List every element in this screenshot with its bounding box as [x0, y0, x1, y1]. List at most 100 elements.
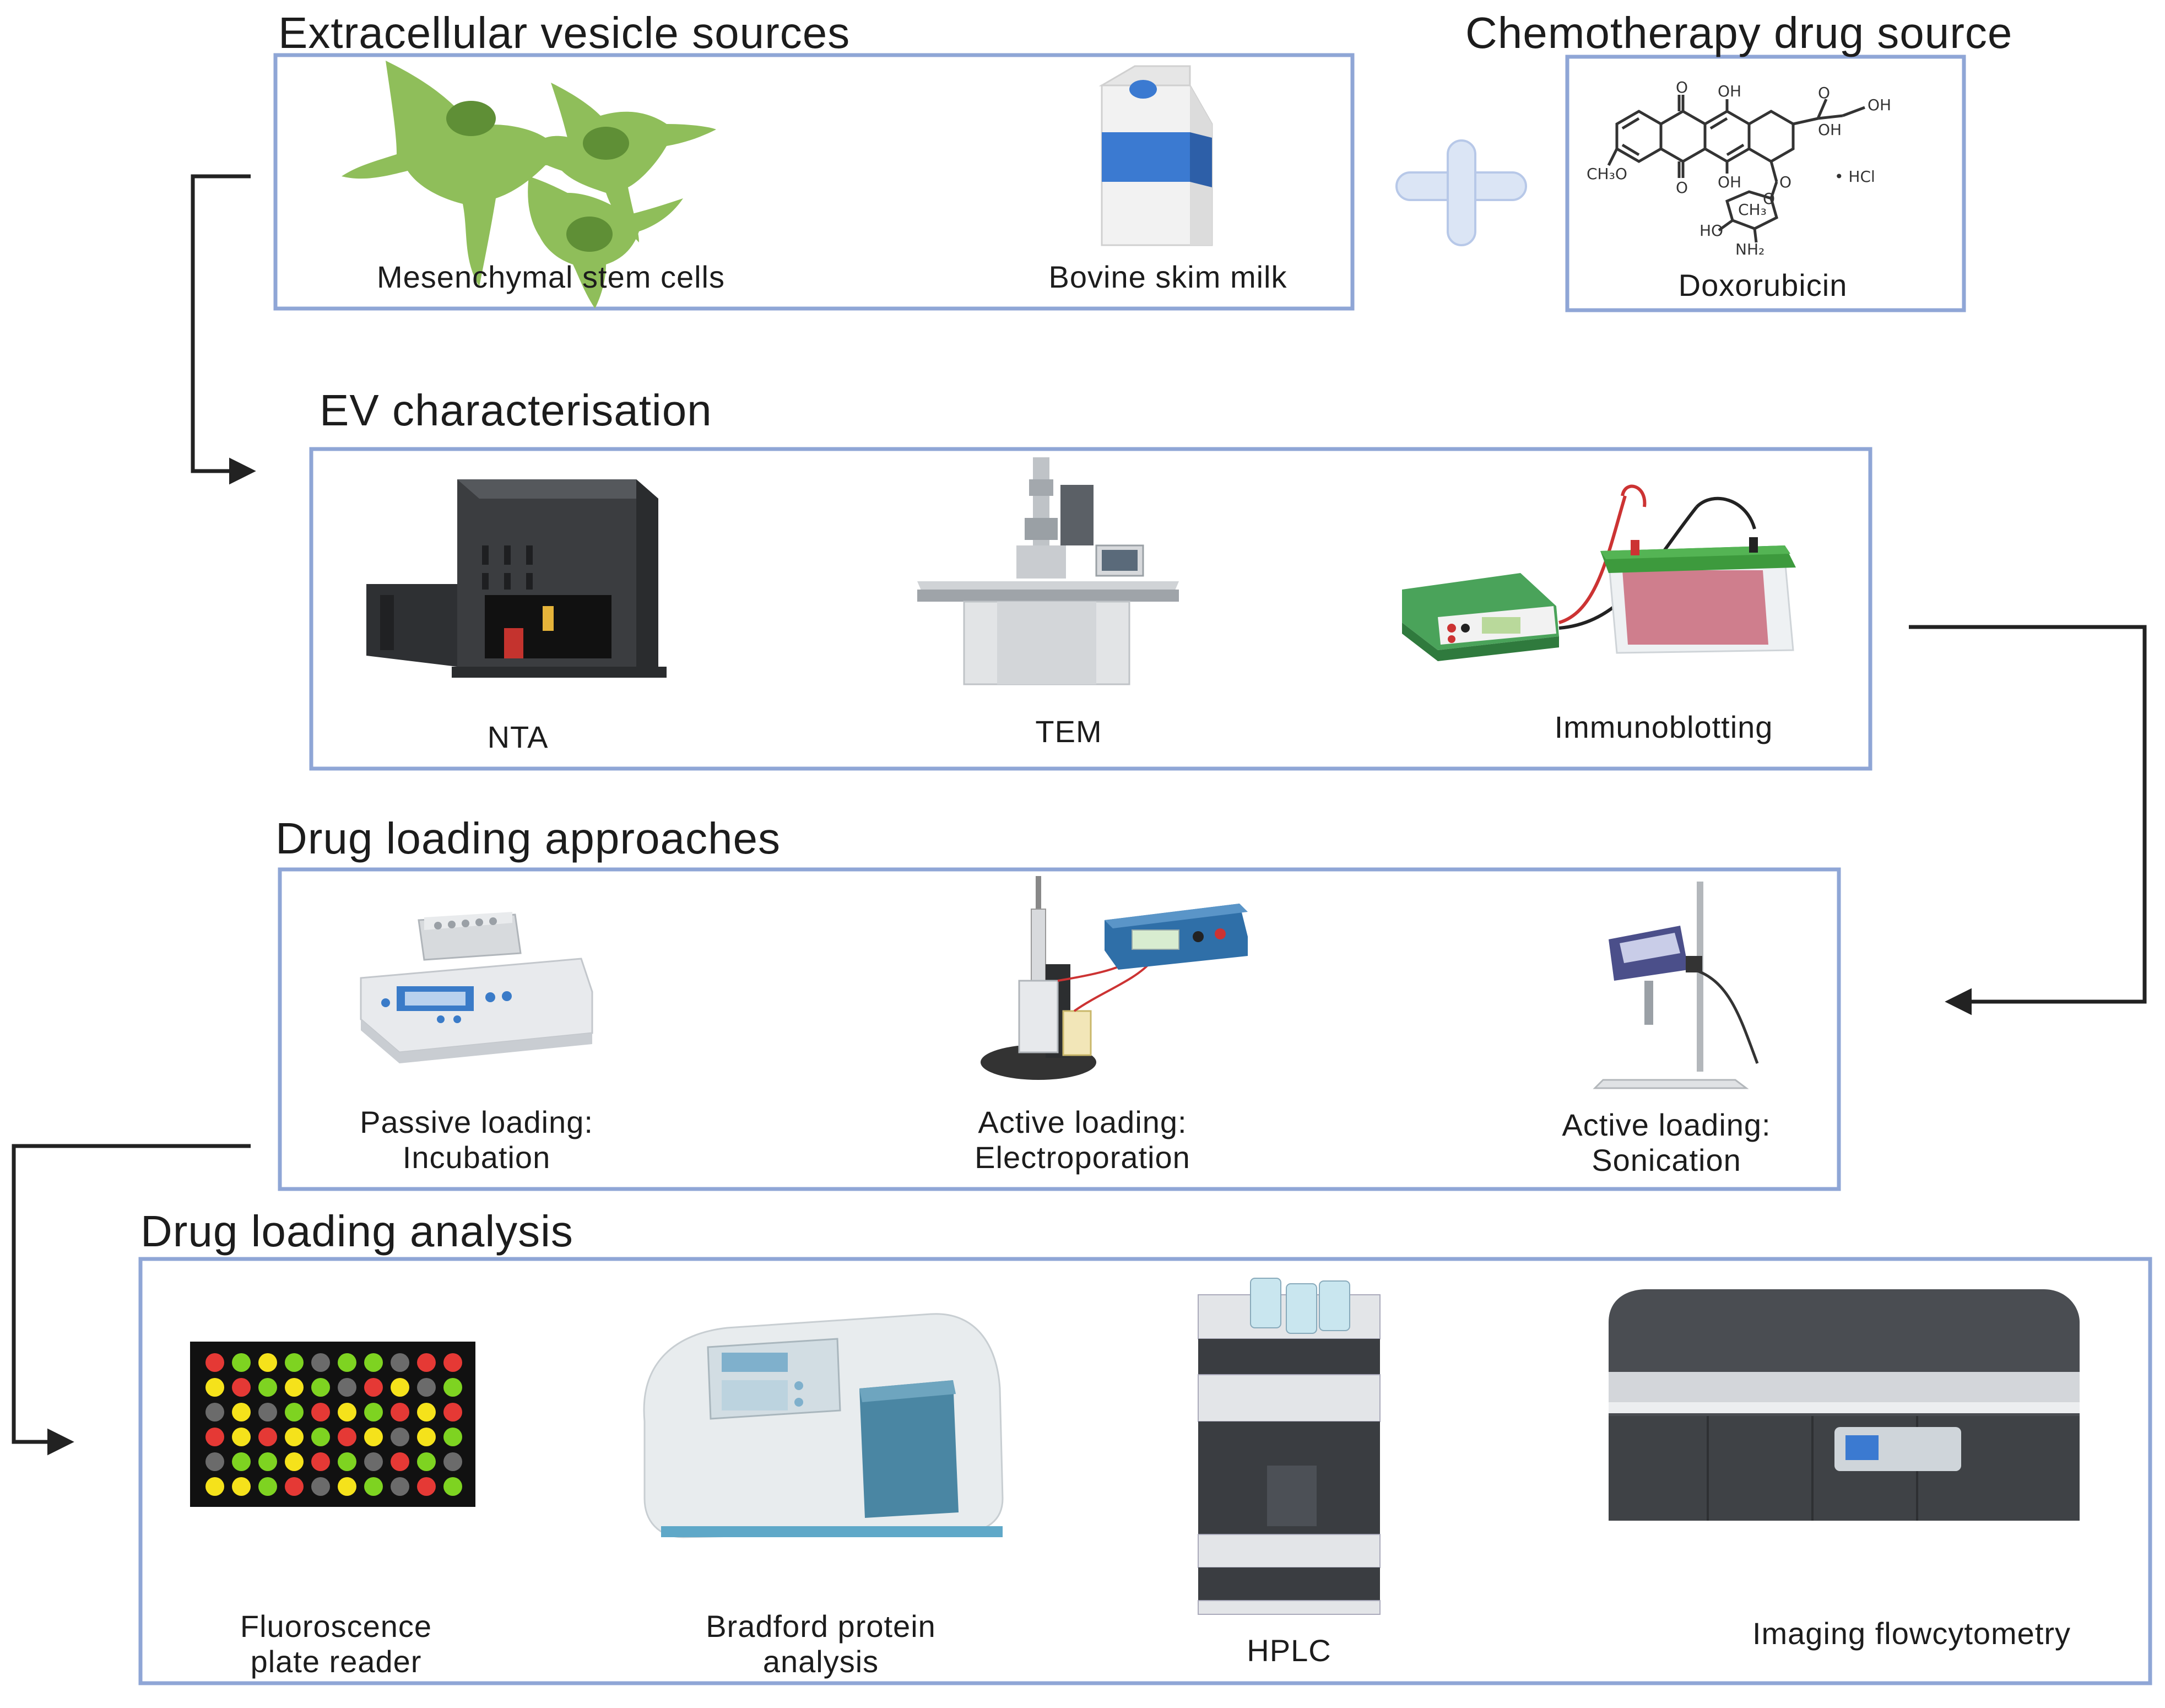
drug-loading-analysis-title: Drug loading analysis	[140, 1207, 573, 1256]
plate-well	[364, 1452, 383, 1471]
plate-well	[205, 1403, 224, 1421]
plate-well	[364, 1353, 383, 1372]
plate-well	[232, 1428, 251, 1446]
label-passive-loading: Passive loading: Incubation	[297, 1105, 656, 1176]
plate-well	[417, 1452, 436, 1471]
plate-well	[232, 1452, 251, 1471]
plate-well	[391, 1403, 409, 1421]
plate-well	[285, 1403, 304, 1421]
plate-well	[338, 1477, 356, 1496]
plate-well	[364, 1403, 383, 1421]
plate-well	[338, 1353, 356, 1372]
plate-well	[443, 1428, 462, 1446]
sonicator-icon	[1593, 882, 1759, 1089]
plate-well	[258, 1477, 277, 1496]
plate-well	[258, 1403, 277, 1421]
plate-well	[338, 1403, 356, 1421]
atom-ring-o: O	[1763, 190, 1775, 208]
plate-wells	[205, 1353, 462, 1496]
ev-sources-box	[273, 53, 1355, 311]
milk-carton-icon	[1098, 65, 1213, 246]
label-imaging-flowcytometry: Imaging flowcytometry	[1752, 1616, 2071, 1651]
plate-well	[285, 1428, 304, 1446]
nta-instrument-icon	[366, 479, 667, 678]
ev-characterisation-box	[309, 447, 1872, 771]
plate-well	[417, 1403, 436, 1421]
label-mesenchymal-stem-cells: Mesenchymal stem cells	[377, 260, 725, 294]
incubator-icon	[360, 912, 593, 1063]
atom-oh-right: OH	[1868, 96, 1891, 114]
plate-well	[391, 1353, 409, 1372]
plate-well	[364, 1428, 383, 1446]
plate-well	[232, 1477, 251, 1496]
drug-source-box	[1565, 55, 1966, 312]
label-bradford-line1: Bradford protein	[706, 1609, 936, 1644]
plate-well	[258, 1378, 277, 1397]
plate-well	[285, 1378, 304, 1397]
electroporation-icon	[981, 876, 1248, 1080]
label-hplc: HPLC	[1247, 1633, 1332, 1668]
plate-well	[443, 1452, 462, 1471]
label-immunoblotting: Immunoblotting	[1554, 710, 1773, 744]
stem-cells-icon	[342, 61, 716, 309]
plate-well	[232, 1378, 251, 1397]
plate-well	[338, 1428, 356, 1446]
plate-well	[338, 1378, 356, 1397]
plate-well	[391, 1452, 409, 1471]
plate-well	[443, 1378, 462, 1397]
label-bovine-skim-milk: Bovine skim milk	[1048, 260, 1287, 294]
tem-microscope-icon	[917, 457, 1179, 685]
drug-loading-analysis-box	[138, 1257, 2152, 1685]
plate-well	[391, 1378, 409, 1397]
plate-well	[205, 1428, 224, 1446]
plate-well	[391, 1428, 409, 1446]
label-sonication-line2: Sonication	[1592, 1143, 1741, 1178]
plate-well	[258, 1428, 277, 1446]
plate-well	[285, 1477, 304, 1496]
atom-ch3o: CH₃O	[1587, 165, 1627, 183]
plate-well	[338, 1452, 356, 1471]
ev-characterisation-title: EV characterisation	[320, 386, 712, 435]
doxorubicin-structure-icon	[1607, 95, 1865, 243]
label-sonication: Active loading: Sonication	[1498, 1107, 1834, 1179]
plate-well	[417, 1477, 436, 1496]
arrow-approaches-to-analysis	[12, 1144, 251, 1456]
label-bradford-line2: analysis	[762, 1644, 879, 1679]
bradford-spectrophotometer-icon	[643, 1313, 1004, 1538]
plate-well	[285, 1353, 304, 1372]
plate-well	[285, 1452, 304, 1471]
plate-well	[417, 1428, 436, 1446]
plate-well	[311, 1403, 330, 1421]
plate-well	[205, 1378, 224, 1397]
atom-oh-side: OH	[1818, 121, 1842, 139]
atom-oh-bottom: OH	[1718, 173, 1741, 191]
plate-well	[311, 1378, 330, 1397]
atom-o-link: O	[1779, 173, 1791, 191]
label-plate-reader-line2: plate reader	[250, 1644, 422, 1679]
label-passive-loading-line2: Incubation	[402, 1140, 551, 1175]
label-plate-reader-line1: Fluoroscence	[240, 1609, 432, 1644]
drug-source-title: Chemotherapy drug source	[1465, 8, 2013, 57]
plate-well	[364, 1477, 383, 1496]
plate-well	[417, 1353, 436, 1372]
atom-nh2: NH₂	[1735, 240, 1765, 258]
label-sonication-line1: Active loading:	[1562, 1107, 1771, 1142]
immunoblotting-icon	[1402, 484, 1796, 661]
label-doxorubicin: Doxorubicin	[1678, 268, 1848, 302]
plate-well	[258, 1353, 277, 1372]
plate-well	[311, 1477, 330, 1496]
imaging-flow-cytometer-icon	[1609, 1289, 2080, 1521]
plate-well	[205, 1477, 224, 1496]
plate-well	[417, 1378, 436, 1397]
plate-well	[364, 1378, 383, 1397]
doxorubicin-atom-labels: O OH O OH OH CH₃O O OH • HCl O CH₃ O HO …	[1587, 78, 1891, 258]
atom-oh-top: OH	[1718, 82, 1741, 100]
drug-loading-approaches-box	[278, 867, 1841, 1191]
ev-sources-title: Extracellular vesicle sources	[278, 8, 851, 57]
hplc-icon	[1198, 1278, 1381, 1615]
plate-well	[205, 1452, 224, 1471]
atom-o-top1: O	[1676, 78, 1688, 96]
label-nta: NTA	[487, 720, 549, 754]
plate-well	[232, 1353, 251, 1372]
drug-loading-approaches-title: Drug loading approaches	[275, 814, 781, 863]
